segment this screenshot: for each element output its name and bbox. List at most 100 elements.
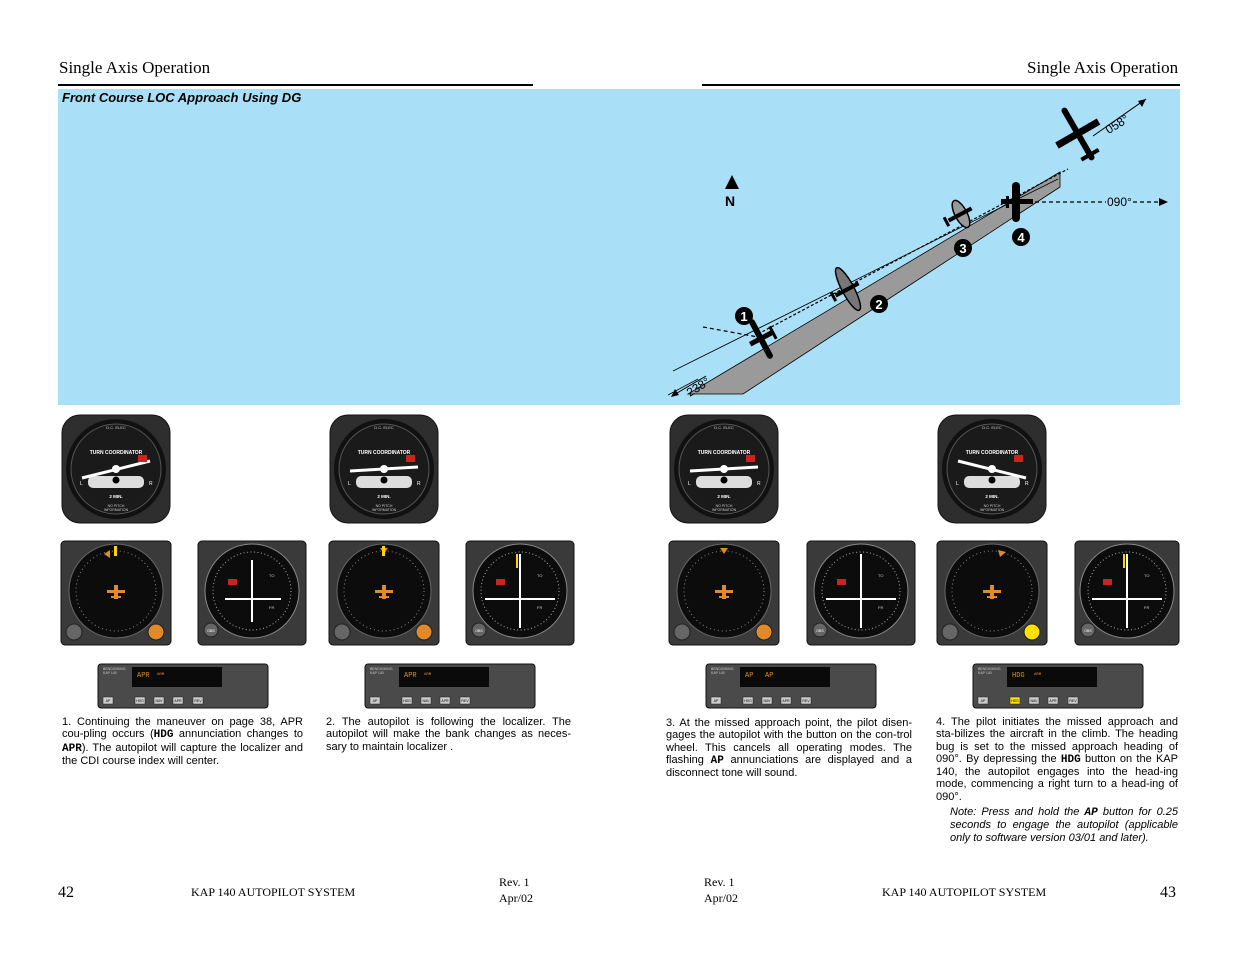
left-header-rule xyxy=(58,84,533,86)
turn-coordinator-1: D.C. ELEC TURN COORDINATOR L R 2 MIN. NO… xyxy=(61,414,171,524)
step-1-part1: Continuing the maneuver on page 38, APR … xyxy=(62,716,303,741)
svg-text:KAP 140: KAP 140 xyxy=(370,671,384,675)
svg-text:AP: AP xyxy=(765,672,773,680)
svg-text:L: L xyxy=(348,481,351,487)
svg-text:APR: APR xyxy=(404,672,417,680)
right-page-number: 43 xyxy=(1160,884,1176,901)
approach-diagram: Front Course LOC Approach Using DG 058° … xyxy=(58,89,1180,405)
svg-text:NAV: NAV xyxy=(1031,699,1039,703)
step-1-part2: annunciation changes to xyxy=(173,728,303,741)
svg-text:2 MIN.: 2 MIN. xyxy=(717,494,730,499)
svg-text:FR: FR xyxy=(269,605,274,610)
svg-text:TURN COORDINATOR: TURN COORDINATOR xyxy=(90,450,143,456)
svg-text:ARM: ARM xyxy=(1034,673,1042,677)
svg-text:APR: APR xyxy=(137,672,150,680)
turn-coordinator-2: D.C. ELEC TURN COORDINATOR L R 2 MIN. NO… xyxy=(329,414,439,524)
svg-text:2 MIN.: 2 MIN. xyxy=(109,494,122,499)
svg-text:TURN COORDINATOR: TURN COORDINATOR xyxy=(358,450,411,456)
left-footer-title: KAP 140 AUTOPILOT SYSTEM xyxy=(191,885,356,899)
step-3-part1: At the missed approach point, the pilot … xyxy=(666,717,912,766)
marker-3: 3 xyxy=(954,239,972,257)
svg-text:INFORMATION: INFORMATION xyxy=(104,508,129,512)
svg-text:KAP 140: KAP 140 xyxy=(103,671,117,675)
svg-text:2 MIN.: 2 MIN. xyxy=(985,494,998,499)
right-header-rule xyxy=(702,84,1180,86)
svg-text:APR: APR xyxy=(174,699,182,703)
svg-text:AP: AP xyxy=(714,699,719,703)
marker-2: 2 xyxy=(870,295,888,313)
heading-090-label: 090° xyxy=(1107,195,1132,209)
heading-058-label: 058° xyxy=(1103,112,1132,137)
kap140-panel-3: BENDIX/KING KAP 140 AP AP AP HDG NAV APR… xyxy=(705,663,877,709)
svg-text:2 MIN.: 2 MIN. xyxy=(377,494,390,499)
step-2-number: 2. xyxy=(326,716,336,728)
svg-text:HDG: HDG xyxy=(1011,699,1019,703)
left-revision: Rev. 1 Apr/02 xyxy=(499,875,533,905)
svg-text:R: R xyxy=(1025,481,1029,487)
north-label: N xyxy=(725,193,735,209)
step-4-note: Note: Press and hold the AP button for 0… xyxy=(950,806,1178,844)
svg-text:AP: AP xyxy=(373,699,378,703)
svg-text:INFORMATION: INFORMATION xyxy=(980,508,1005,512)
svg-text:4: 4 xyxy=(1017,230,1025,245)
svg-text:3: 3 xyxy=(959,241,966,256)
marker-1: 1 xyxy=(735,307,753,325)
hsi-1: TO FR OBS xyxy=(197,540,307,646)
svg-text:REV: REV xyxy=(461,699,469,703)
marker-4: 4 xyxy=(1012,228,1030,246)
step-4-text: 4. The pilot initiates the missed approa… xyxy=(936,716,1178,844)
svg-text:OBS: OBS xyxy=(207,629,215,633)
svg-text:OBS: OBS xyxy=(475,629,483,633)
svg-text:2: 2 xyxy=(875,297,882,312)
svg-text:INFORMATION: INFORMATION xyxy=(712,508,737,512)
svg-text:INFORMATION: INFORMATION xyxy=(372,508,397,512)
svg-text:APR: APR xyxy=(782,699,790,703)
right-page-header: Single Axis Operation xyxy=(1027,58,1179,77)
airplane-1-icon xyxy=(748,319,778,359)
left-page-number: 42 xyxy=(58,884,74,901)
approach-path-svg: 058° 090° 238° N xyxy=(667,98,1168,399)
step-2-text: 2. The autopilot is following the locali… xyxy=(326,716,571,753)
svg-text:BENDIX/KING: BENDIX/KING xyxy=(370,667,393,671)
svg-text:TO: TO xyxy=(1144,573,1149,578)
svg-text:NAV: NAV xyxy=(423,699,431,703)
step-3-ap-label: AP xyxy=(710,754,724,767)
step-3-part2: annunciations are displayed and a discon… xyxy=(666,753,912,780)
north-arrow-icon xyxy=(725,175,739,189)
hsi-3: TO FR OBS xyxy=(806,540,916,646)
svg-text:AP: AP xyxy=(981,699,986,703)
step-1-apr-label: APR xyxy=(62,742,82,755)
turn-coordinator-3: D.C. ELEC TURN COORDINATOR L R 2 MIN. NO… xyxy=(669,414,779,524)
svg-text:NO PITCH: NO PITCH xyxy=(108,504,125,508)
svg-text:HDG: HDG xyxy=(744,699,752,703)
right-revision: Rev. 1 Apr/02 xyxy=(704,875,738,905)
step-4-hdg-label: HDG xyxy=(1060,753,1081,766)
svg-text:R: R xyxy=(757,481,761,487)
svg-text:R: R xyxy=(417,481,421,487)
svg-text:L: L xyxy=(956,481,959,487)
svg-text:ARM: ARM xyxy=(424,673,432,677)
svg-text:FR: FR xyxy=(878,605,883,610)
svg-text:BENDIX/KING: BENDIX/KING xyxy=(978,667,1001,671)
svg-text:L: L xyxy=(80,481,83,487)
svg-text:ARM: ARM xyxy=(157,673,165,677)
svg-text:APR: APR xyxy=(1049,699,1057,703)
step-1-number: 1. xyxy=(62,716,72,728)
left-page-header: Single Axis Operation xyxy=(59,58,211,77)
hsi-4: TO FR OBS xyxy=(1074,540,1180,646)
svg-text:TURN COORDINATOR: TURN COORDINATOR xyxy=(966,450,1019,456)
svg-text:HDG: HDG xyxy=(1012,672,1025,680)
svg-text:R: R xyxy=(149,481,153,487)
svg-text:KAP 140: KAP 140 xyxy=(711,671,725,675)
step-4-part2: button on the KAP 140, the autopilot eng… xyxy=(936,752,1178,803)
svg-text:D.C. ELEC: D.C. ELEC xyxy=(106,425,126,430)
kap140-panel-4: BENDIX/KING KAP 140 HDG ARM AP HDG NAV A… xyxy=(972,663,1144,709)
kap140-panel-1: BENDIX/KING KAP 140 APR ARM AP HDG NAV A… xyxy=(97,663,269,709)
localizer-beam xyxy=(686,171,1061,395)
svg-text:D.C. ELEC: D.C. ELEC xyxy=(374,425,394,430)
svg-text:NO PITCH: NO PITCH xyxy=(984,504,1001,508)
svg-text:OBS: OBS xyxy=(1084,629,1092,633)
directional-gyro-2 xyxy=(328,540,440,646)
svg-text:BENDIX/KING: BENDIX/KING xyxy=(103,667,126,671)
step-1-text: 1. Continuing the maneuver on page 38, A… xyxy=(62,716,303,767)
